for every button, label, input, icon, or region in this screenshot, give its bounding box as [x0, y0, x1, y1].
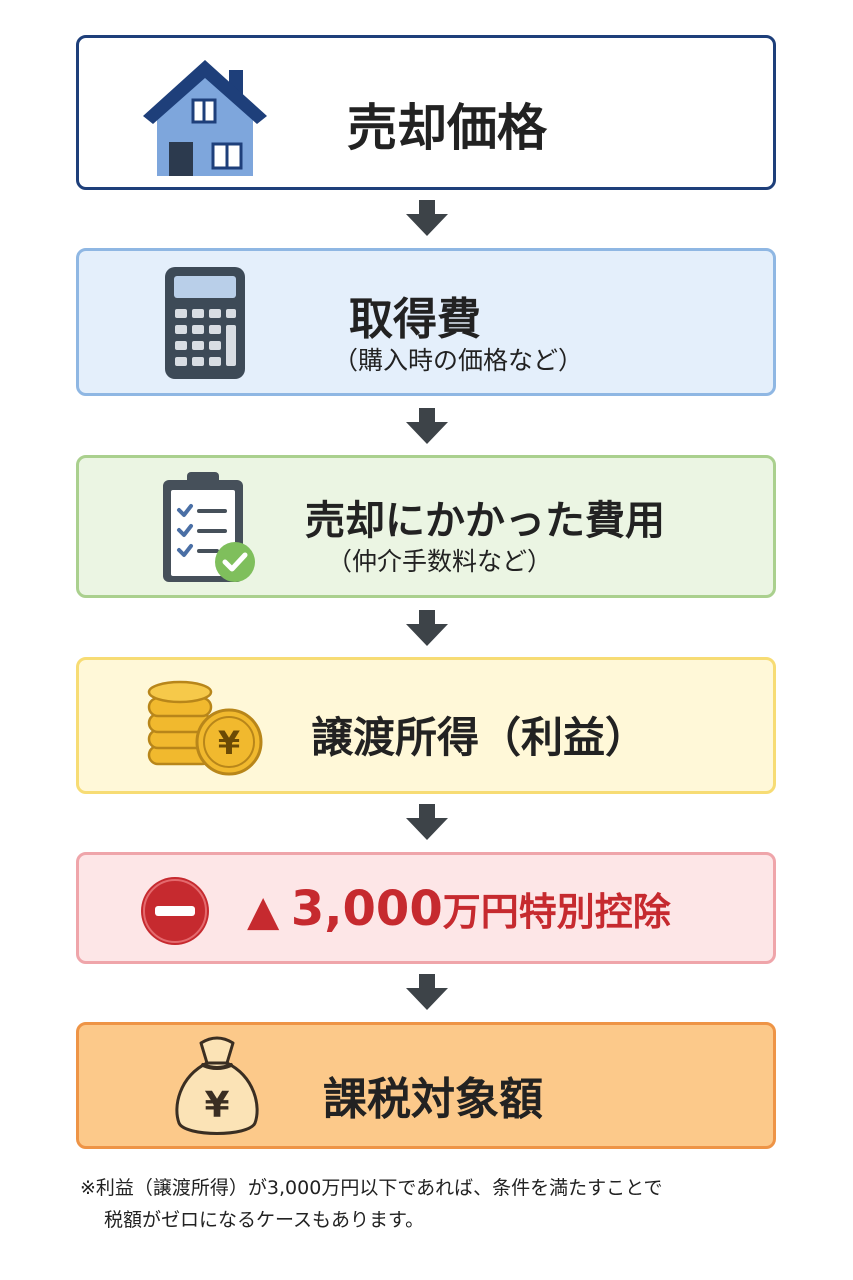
step-subtitle: （仲介手数料など） — [327, 547, 553, 576]
down-arrow-icon — [406, 200, 448, 236]
deduction-label: 万円特別控除 — [442, 890, 671, 934]
footnote: ※利益（譲渡所得）が3,000万円以下であれば、条件を満たすことで 税額がゼロに… — [80, 1172, 780, 1236]
step-title: 売却にかかった費用 — [305, 498, 665, 544]
step-selling-expenses: 売却にかかった費用 （仲介手数料など） — [76, 455, 776, 598]
footnote-line-2: 税額がゼロになるケースもあります。 — [104, 1209, 425, 1231]
step-title: 売却価格 — [347, 99, 547, 157]
down-arrow-icon — [406, 610, 448, 646]
down-arrow-icon — [406, 408, 448, 444]
svg-text:¥: ¥ — [204, 1085, 229, 1126]
step-capital-gain: ¥ 譲渡所得（利益） — [76, 657, 776, 794]
calculator-icon — [165, 267, 245, 379]
yen-money-bag-icon: ¥ — [175, 1036, 259, 1135]
deduction-triangle: ▲ — [247, 886, 280, 935]
step-title: 譲渡所得（利益） — [311, 713, 648, 762]
down-arrow-icon — [406, 974, 448, 1010]
step-taxable-amount: ¥ 課税対象額 — [76, 1022, 776, 1149]
deduction-amount: 3,000 — [290, 881, 443, 937]
step-subtitle: （購入時の価格など） — [333, 346, 584, 375]
step-special-deduction: ▲ 3,000万円特別控除 — [76, 852, 776, 964]
minus-circle-icon — [141, 877, 209, 945]
step-acquisition-cost: 取得費 （購入時の価格など） — [76, 248, 776, 396]
footnote-line-1: ※利益（譲渡所得）が3,000万円以下であれば、条件を満たすことで — [80, 1177, 663, 1199]
checklist-icon — [163, 472, 255, 582]
down-arrow-icon — [406, 804, 448, 840]
step-sale-price: 売却価格 — [76, 35, 776, 190]
step-title: 課税対象額 — [323, 1074, 543, 1125]
svg-text:¥: ¥ — [218, 724, 240, 762]
house-icon — [143, 60, 267, 176]
step-title: 取得費 — [349, 294, 481, 345]
step-title: ▲ 3,000万円特別控除 — [247, 881, 671, 937]
yen-coins-icon: ¥ — [147, 680, 263, 776]
